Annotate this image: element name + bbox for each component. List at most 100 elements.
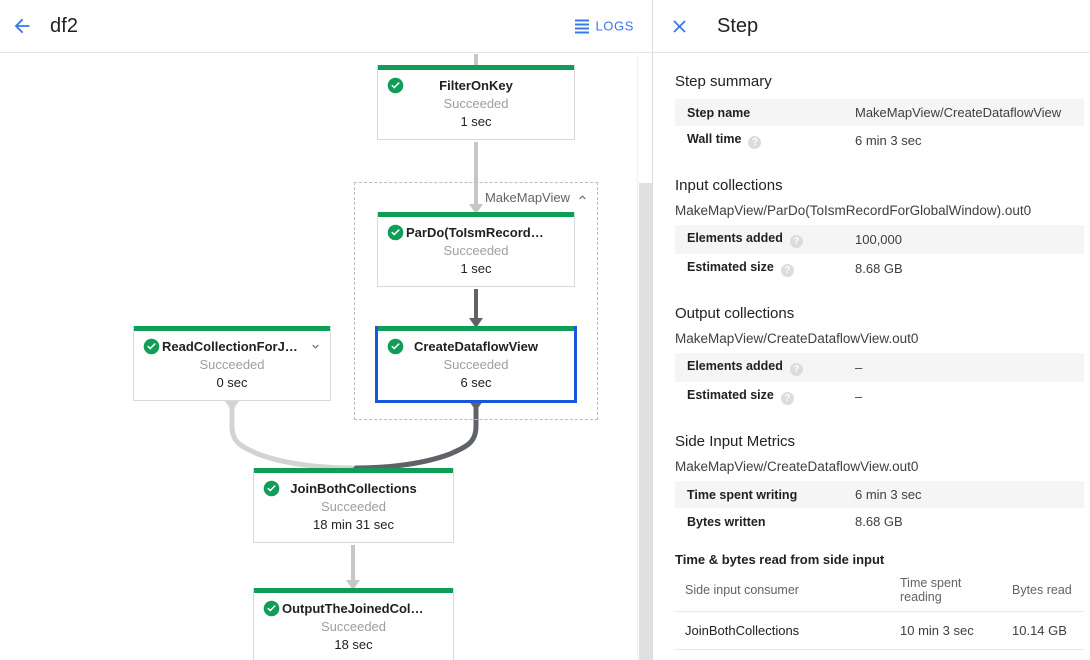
chevron-down-icon[interactable] (309, 340, 322, 353)
row-value: 6 min 3 sec (855, 133, 922, 148)
column-header-bytes-read: Bytes read (1002, 569, 1084, 612)
node-status-bar (378, 326, 574, 331)
node-time: 1 sec (460, 261, 492, 276)
row-key: Elements added? (675, 225, 843, 254)
group-label: MakeMapView (484, 190, 570, 205)
help-icon[interactable]: ? (789, 363, 803, 376)
row-key: Time spent writing (687, 487, 798, 502)
graph-node-readcollectionforjoin[interactable]: ReadCollectionForJoin Succeeded 0 sec (133, 326, 331, 401)
logs-button[interactable]: LOGS (575, 19, 634, 34)
node-time: 18 sec (334, 637, 373, 652)
cell-time-spent-reading: 10 min 3 sec (890, 611, 1002, 650)
table-row: Elements added? 100,000 (675, 225, 1084, 254)
graph-group-makemapview[interactable]: MakeMapView (354, 182, 598, 420)
graph-node-filteronkey[interactable]: FilterOnKey Succeeded 1 sec (377, 65, 575, 140)
row-key: Step name (687, 105, 751, 120)
row-key: Wall time? (675, 126, 843, 155)
node-title: ReadCollectionForJoin (162, 339, 305, 354)
success-check-icon (263, 480, 280, 497)
cell-bytes-read: 10.14 GB (1002, 611, 1084, 650)
page-title: df2 (50, 14, 79, 37)
side-input-collection-name: MakeMapView/CreateDataflowView.out0 (675, 459, 919, 474)
row-value: 6 min 3 sec (855, 487, 922, 502)
section-heading-input-collections: Input collections (675, 177, 783, 194)
row-key-label: Elements added (687, 231, 783, 245)
success-check-icon (263, 600, 280, 617)
graph-node-createdataflowview[interactable]: CreateDataflowView Succeeded 6 sec (375, 326, 577, 403)
table-row: Step name MakeMapView/CreateDataflowView (675, 99, 1084, 126)
node-time: 0 sec (216, 375, 248, 390)
row-value: – (855, 360, 863, 375)
success-check-icon (387, 224, 404, 241)
graph-node-outputthejoinedcollection[interactable]: OutputTheJoinedCollec… Succeeded 18 sec (253, 588, 454, 660)
success-check-icon (387, 77, 404, 94)
node-time: 6 sec (460, 375, 492, 390)
row-key-label: Elements added (687, 359, 783, 373)
row-key: Estimated size? (675, 382, 843, 411)
step-panel-body: Step summary Step name MakeMapView/Creat… (653, 53, 1090, 650)
pane-divider (652, 0, 653, 660)
job-graph-canvas[interactable]: MakeMapView FilterOnKey Succeeded 1 se (0, 54, 652, 660)
row-key: Bytes written (687, 514, 766, 529)
step-panel-title: Step (717, 14, 759, 37)
graph-node-joinbothcollections[interactable]: JoinBothCollections Succeeded 18 min 31 … (253, 468, 454, 543)
step-summary-table: Step name MakeMapView/CreateDataflowView… (675, 99, 1084, 155)
graph-vertical-scrollbar[interactable] (637, 54, 652, 660)
row-value: 8.68 GB (855, 261, 903, 276)
table-row: Estimated size? – (675, 382, 1084, 411)
help-icon[interactable]: ? (789, 235, 803, 248)
node-status-bar (134, 326, 330, 331)
graph-scrollbar-thumb[interactable] (639, 183, 652, 660)
node-title: FilterOnKey (439, 78, 513, 93)
node-title: OutputTheJoinedCollec… (282, 601, 442, 616)
row-value: – (855, 389, 863, 404)
node-title: CreateDataflowView (413, 339, 539, 354)
row-key: Estimated size? (675, 254, 843, 283)
row-key-label: Estimated size (687, 388, 774, 402)
table-row: Time spent writing 6 min 3 sec (675, 481, 1084, 508)
logs-list-icon (575, 19, 590, 33)
node-status: Succeeded (199, 357, 265, 372)
side-input-metrics-table: Time spent writing 6 min 3 sec Bytes wri… (675, 481, 1084, 535)
help-icon[interactable]: ? (748, 136, 762, 149)
arrow-left-icon[interactable] (10, 14, 34, 38)
row-value: MakeMapView/CreateDataflowView (855, 105, 1062, 120)
node-status: Succeeded (320, 619, 387, 634)
table-row: Bytes written 8.68 GB (675, 508, 1084, 535)
node-status-bar (378, 65, 574, 70)
row-key-label: Estimated size (687, 260, 774, 274)
row-key-label: Wall time (687, 132, 742, 146)
logs-button-label: LOGS (595, 18, 634, 34)
success-check-icon (143, 338, 160, 355)
help-icon[interactable]: ? (780, 264, 794, 277)
node-status-bar (254, 468, 453, 473)
node-title: JoinBothCollections (290, 481, 417, 496)
help-icon[interactable]: ? (780, 392, 794, 405)
node-status: Succeeded (443, 357, 509, 372)
success-check-icon (387, 338, 404, 355)
column-header-time-spent-reading: Time spent reading (890, 569, 1002, 612)
node-time: 1 sec (460, 114, 492, 129)
table-row: JoinBothCollections 10 min 3 sec 10.14 G… (675, 611, 1084, 650)
graph-node-pardo[interactable]: ParDo(ToIsmRecordFor…) Succeeded 1 sec (377, 212, 575, 287)
table-row: Estimated size? 8.68 GB (675, 254, 1084, 283)
section-heading-time-bytes-read: Time & bytes read from side input (675, 552, 885, 567)
node-status: Succeeded (443, 96, 509, 111)
section-heading-step-summary: Step summary (675, 73, 772, 90)
chevron-up-icon (579, 195, 586, 200)
table-header-row: Side input consumer Time spent reading B… (675, 569, 1084, 612)
close-icon[interactable] (667, 14, 691, 38)
node-time: 18 min 31 sec (313, 517, 394, 532)
output-collection-name: MakeMapView/CreateDataflowView.out0 (675, 331, 919, 346)
section-heading-side-input-metrics: Side Input Metrics (675, 433, 796, 450)
job-graph-pane: df2 LOGS (0, 14, 652, 660)
node-status: Succeeded (443, 243, 509, 258)
group-collapse-toggle[interactable]: MakeMapView (485, 190, 589, 205)
cell-consumer: JoinBothCollections (675, 611, 890, 650)
graph-edges (225, 54, 483, 590)
node-title: ParDo(ToIsmRecordFor…) (406, 225, 564, 240)
column-header-consumer: Side input consumer (675, 569, 890, 612)
input-collection-name: MakeMapView/ParDo(ToIsmRecordForGlobalWi… (675, 203, 1032, 218)
input-collections-table: Elements added? 100,000 Estimated size? … (675, 225, 1084, 283)
